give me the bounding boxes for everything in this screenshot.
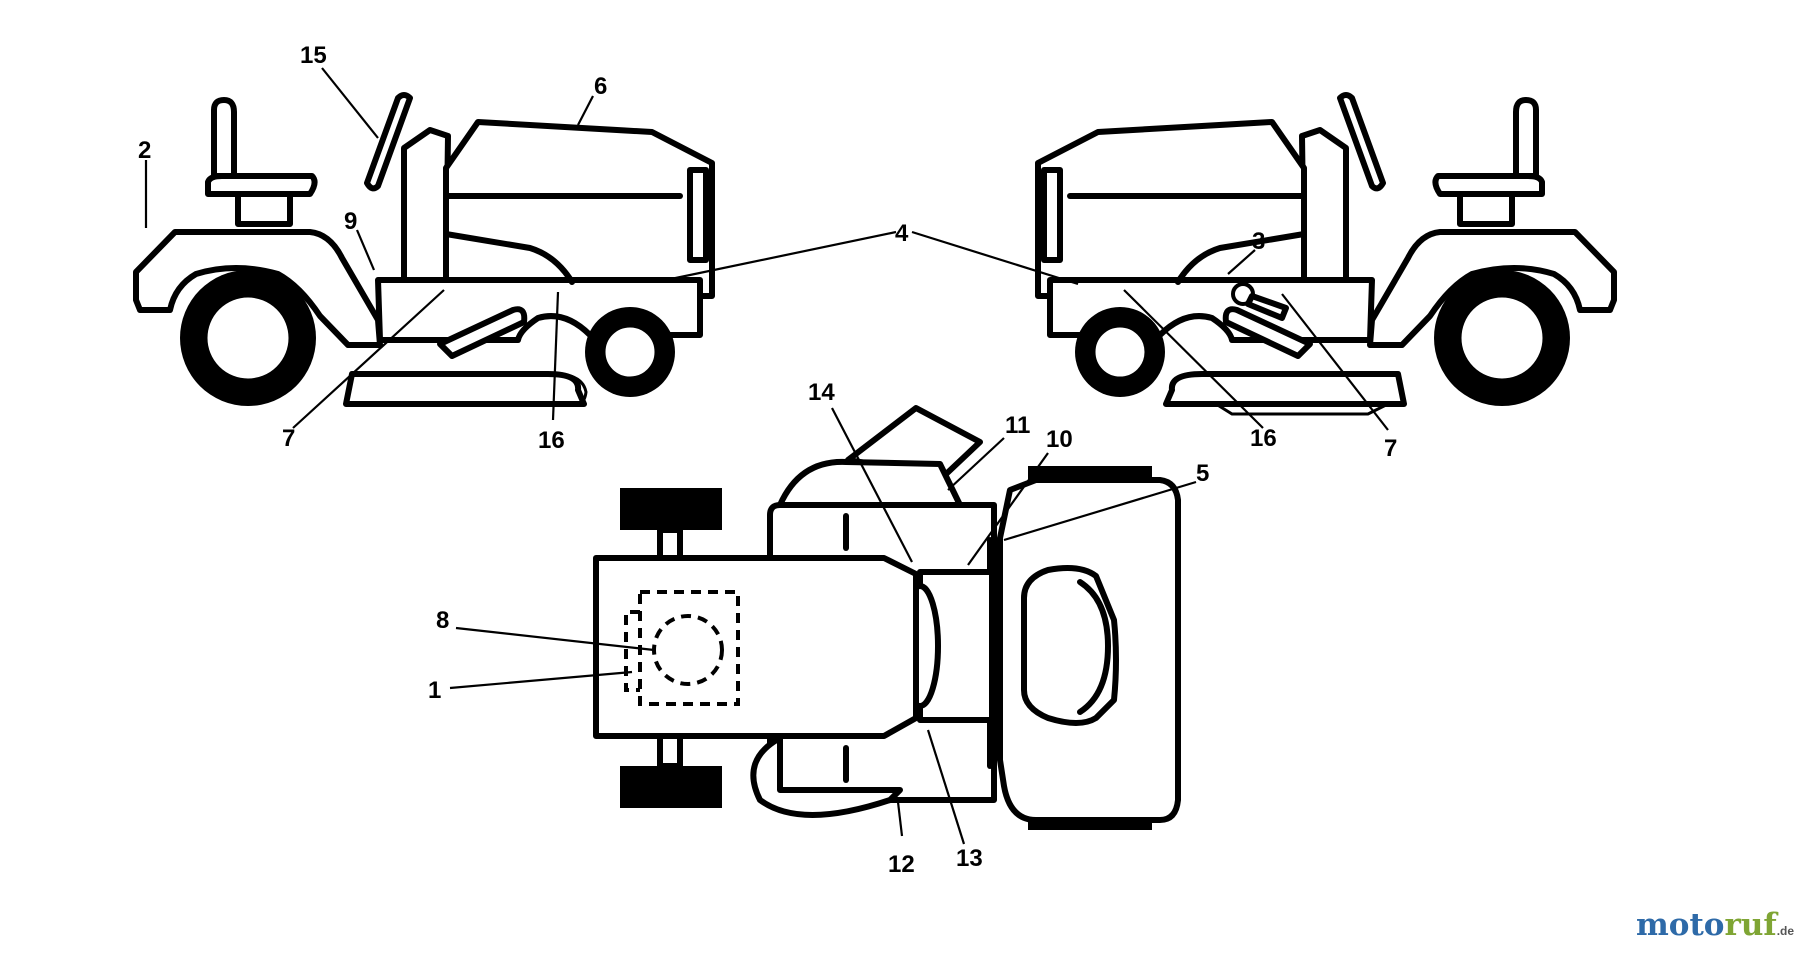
callout-8: 8 — [436, 607, 449, 634]
mower-deck — [343, 371, 587, 407]
leader-10 — [967, 452, 1049, 566]
steering-wheel — [364, 92, 413, 192]
callout-10: 10 — [1046, 426, 1073, 453]
leader-7-left — [292, 289, 445, 429]
hood — [443, 119, 715, 299]
leader-9 — [355, 229, 376, 271]
callout-7-left: 7 — [282, 425, 295, 452]
leader-5 — [1003, 480, 1197, 542]
leader-15 — [321, 67, 379, 139]
watermark-logo: motoruf.de — [1636, 907, 1794, 943]
leader-16-right — [1123, 289, 1264, 429]
right-deck-underside — [1215, 402, 1389, 416]
callout-16-right: 16 — [1250, 425, 1277, 452]
seat-notch — [624, 610, 640, 692]
left-side-view-tractor — [133, 92, 715, 407]
top-view-tractor — [593, 405, 1181, 830]
callout-4: 4 — [895, 220, 909, 247]
rear-axle-lower — [657, 733, 683, 769]
grille — [687, 167, 709, 263]
leader-lines — [144, 67, 1389, 845]
hood-crease — [443, 231, 575, 285]
leader-11 — [947, 437, 1005, 491]
front-hub — [602, 324, 658, 380]
callout-7-right: 7 — [1384, 435, 1397, 462]
leader-6 — [577, 95, 594, 126]
seat-cushion — [205, 173, 318, 197]
seat-base — [235, 191, 293, 227]
callout-3: 3 — [1252, 228, 1265, 255]
rear-right-tire-top — [620, 766, 722, 808]
steering-column — [401, 127, 451, 283]
rear-axle-upper — [657, 527, 683, 561]
callout-2: 2 — [138, 137, 151, 164]
hood-grille-inner — [1077, 579, 1111, 715]
right-side-view-tractor — [1035, 92, 1617, 407]
deck-bottom-bulge — [750, 735, 903, 818]
callout-1: 1 — [428, 677, 441, 704]
logo-text-a: moto — [1636, 907, 1724, 943]
callout-14: 14 — [808, 379, 835, 406]
rear-left-tire-top — [620, 488, 722, 530]
leader-12 — [896, 801, 904, 837]
rear-hub — [204, 294, 292, 382]
callout-9: 9 — [344, 208, 357, 235]
callout-15: 15 — [300, 42, 327, 69]
leader-13 — [926, 729, 966, 845]
foot-pedal — [437, 306, 528, 359]
leader-4b — [911, 230, 1079, 286]
leader-14 — [831, 407, 913, 563]
callout-16-left: 16 — [538, 427, 565, 454]
logo-suffix: .de — [1777, 924, 1795, 938]
leader-16-left — [551, 291, 560, 421]
callout-12: 12 — [888, 851, 915, 878]
seat-back — [211, 97, 237, 179]
svg-text:motoruf.de: motoruf.de — [1636, 907, 1794, 943]
leader-3 — [1227, 249, 1256, 275]
rear-body — [133, 229, 383, 348]
lift-lever — [1231, 282, 1289, 321]
deck-chute — [547, 372, 588, 407]
callout-5: 5 — [1196, 460, 1209, 487]
logo-text-b: ruf — [1724, 907, 1778, 943]
rear-body-top — [593, 555, 919, 739]
callout-6: 6 — [594, 73, 607, 100]
hood-grille-top — [1021, 565, 1119, 726]
callout-13: 13 — [956, 845, 983, 872]
callout-11: 11 — [1005, 412, 1030, 439]
callout-labels: 15 6 2 9 4 3 7 16 16 7 14 11 10 5 8 1 12… — [138, 42, 1397, 878]
leader-4a — [665, 230, 897, 282]
leader-1 — [449, 670, 633, 690]
leader-8 — [455, 626, 655, 652]
leader-7-right — [1281, 293, 1389, 431]
